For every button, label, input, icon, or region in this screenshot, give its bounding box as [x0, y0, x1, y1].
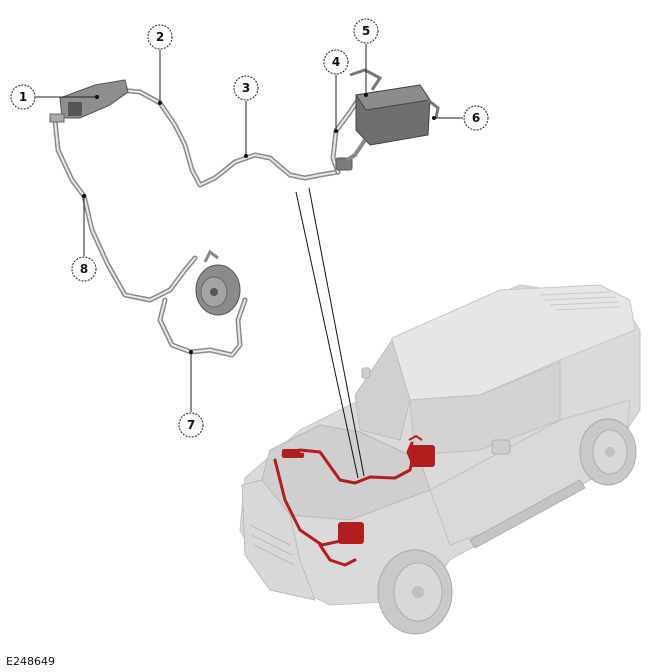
svg-text:5: 5 — [362, 24, 370, 38]
callout-8: 8 — [71, 194, 97, 282]
callout-5: 5 — [353, 18, 379, 97]
rear-wheel — [579, 418, 637, 486]
svg-text:3: 3 — [242, 81, 250, 95]
exploded-cable-assembly — [49, 68, 440, 358]
front-wheel — [377, 549, 453, 635]
battery — [345, 68, 440, 162]
callout-7: 7 — [178, 350, 204, 438]
callout-3: 3 — [233, 75, 259, 158]
svg-text:8: 8 — [80, 262, 88, 276]
svg-text:7: 7 — [187, 418, 195, 432]
svg-text:4: 4 — [332, 55, 340, 69]
svg-text:6: 6 — [472, 111, 480, 125]
figure-reference-id: E248649 — [6, 655, 55, 668]
callouts: 1 2 3 4 5 6 7 — [10, 18, 489, 438]
callout-4: 4 — [323, 49, 349, 133]
callout-1: 1 — [10, 84, 99, 110]
generator — [195, 249, 241, 316]
vehicle-illustration — [239, 187, 641, 635]
highlighted-harness-location — [273, 434, 435, 567]
svg-text:1: 1 — [19, 90, 27, 104]
svg-text:2: 2 — [156, 30, 164, 44]
callout-2: 2 — [147, 24, 173, 105]
power-distribution-module — [49, 79, 129, 123]
callout-6: 6 — [432, 105, 489, 131]
